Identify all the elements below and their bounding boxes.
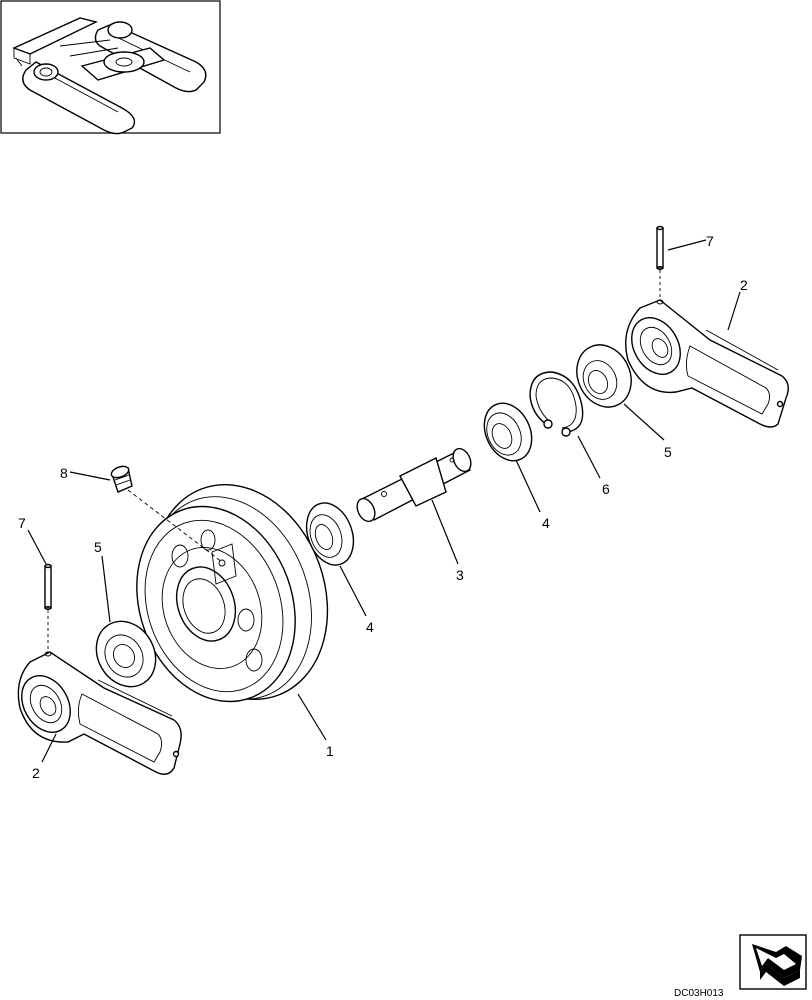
snap-ring [529,371,584,437]
bearing-left [305,502,355,566]
callout-5-left: 5 [94,539,102,555]
next-page-arrow-icon[interactable] [739,934,807,990]
drawing-code: DC03H013 [674,988,724,999]
link-arm-left [17,651,182,775]
callout-2-right: 2 [740,277,748,293]
callout-7-right: 7 [706,233,714,249]
idler-wheel [136,484,329,703]
callout-4-left: 4 [366,619,374,635]
frame-blade-icon [12,17,166,81]
callout-4-right: 4 [542,515,550,531]
callout-6: 6 [602,481,610,497]
callout-8: 8 [60,465,68,481]
link-arm-right [625,299,789,428]
bearing-right [483,402,533,462]
shaft [356,447,472,523]
collar-left [95,620,157,688]
left-track-icon [22,61,136,135]
callout-2-left: 2 [32,765,40,781]
callout-7-left: 7 [18,515,26,531]
plug [110,465,223,563]
callouts: 7 2 5 6 4 3 4 1 8 7 5 2 [18,233,748,781]
locator-thumbnail [0,0,221,135]
pin-left [44,563,52,650]
pin-right [656,225,664,300]
collar-right [576,344,632,408]
callout-1: 1 [326,743,334,759]
leader-lines [27,239,741,763]
callout-3: 3 [456,567,464,583]
callout-5-right: 5 [664,444,672,460]
